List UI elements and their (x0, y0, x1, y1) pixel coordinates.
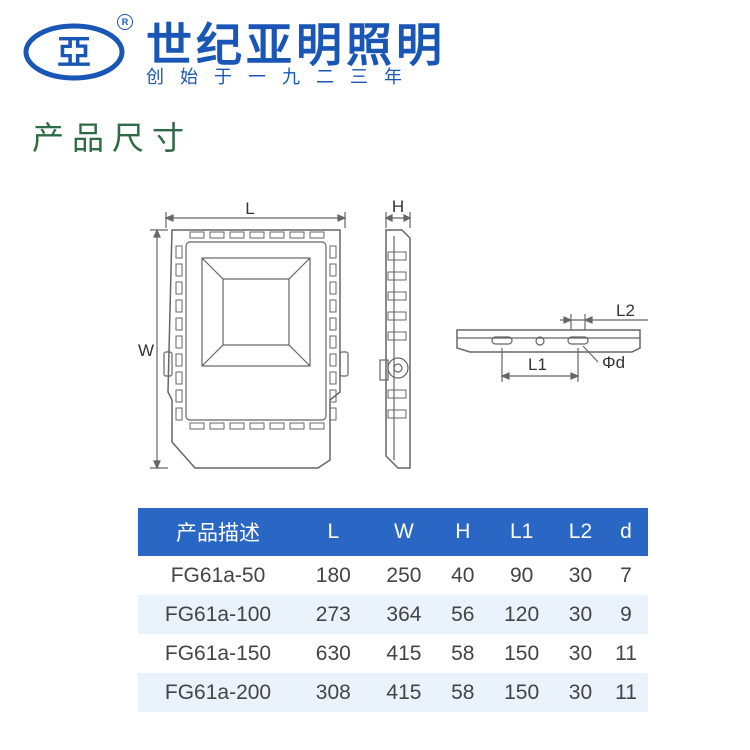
cell-d: 7 (620, 563, 632, 587)
cell-l2: 30 (556, 673, 604, 712)
header-description: 产品描述 (138, 508, 298, 556)
table-row: FG61a-150 630 415 58 150 30 11 (138, 634, 648, 673)
bracket-view (456, 314, 648, 382)
header-l1: L1 (486, 508, 557, 556)
cell-l2: 30 (568, 563, 593, 587)
cell-d: 11 (615, 641, 637, 665)
cell-d: 11 (604, 673, 648, 712)
cell-model: FG61a-150 (164, 641, 272, 665)
cell-l1: 150 (504, 641, 540, 665)
header-h: H (439, 508, 487, 556)
brand-name: 世纪亚明照明 (146, 18, 446, 72)
label-diameter: Φd (602, 353, 625, 372)
table-row: FG61a-100 273 364 56 120 30 9 (138, 595, 648, 634)
header-l2: L2 (556, 508, 604, 556)
dimension-drawing: L W H L1 L2 Φd (138, 197, 648, 470)
header-w: W (368, 508, 440, 556)
cell-l2: 30 (568, 641, 593, 665)
cell-l1: 120 (486, 595, 557, 634)
section-title: 产品尺寸 (32, 119, 193, 157)
cell-l: 630 (315, 641, 351, 665)
table-row: FG61a-50 180 250 40 90 30 7 (138, 556, 648, 595)
logo-char: 亞 (57, 33, 91, 73)
front-view (150, 212, 349, 470)
label-width: W (138, 341, 154, 360)
logo-badge: 亞 (23, 23, 125, 81)
cell-l2: 30 (556, 595, 604, 634)
cell-w: 415 (386, 641, 422, 665)
cell-model: FG61a-200 (138, 673, 298, 712)
cell-d: 9 (604, 595, 648, 634)
spec-table: 产品描述 L W H L1 L2 d FG61a-50 180 250 40 9… (138, 508, 648, 712)
header-l: L (298, 508, 369, 556)
brand-slogan: 创始于一九二三年 (146, 67, 418, 88)
cell-w: 415 (368, 673, 440, 712)
label-length: L (245, 199, 254, 218)
cell-h: 40 (451, 563, 475, 587)
cell-model: FG61a-50 (170, 563, 266, 587)
table-header-row: 产品描述 L W H L1 L2 d (138, 508, 648, 556)
header-d: d (604, 508, 648, 556)
label-l2: L2 (616, 301, 635, 320)
cell-l: 180 (315, 563, 351, 587)
cell-h: 56 (439, 595, 487, 634)
registered-mark: R (117, 14, 133, 30)
cell-w: 364 (368, 595, 440, 634)
cell-l: 273 (298, 595, 369, 634)
cell-model: FG61a-100 (138, 595, 298, 634)
label-l1: L1 (528, 355, 547, 374)
cell-l: 308 (298, 673, 369, 712)
cell-h: 58 (451, 641, 475, 665)
label-height: H (392, 197, 404, 216)
cell-l1: 90 (509, 563, 534, 587)
cell-w: 250 (386, 563, 422, 587)
cell-h: 58 (439, 673, 487, 712)
cell-l1: 150 (486, 673, 557, 712)
side-view (379, 212, 412, 469)
table-row: FG61a-200 308 415 58 150 30 11 (138, 673, 648, 712)
